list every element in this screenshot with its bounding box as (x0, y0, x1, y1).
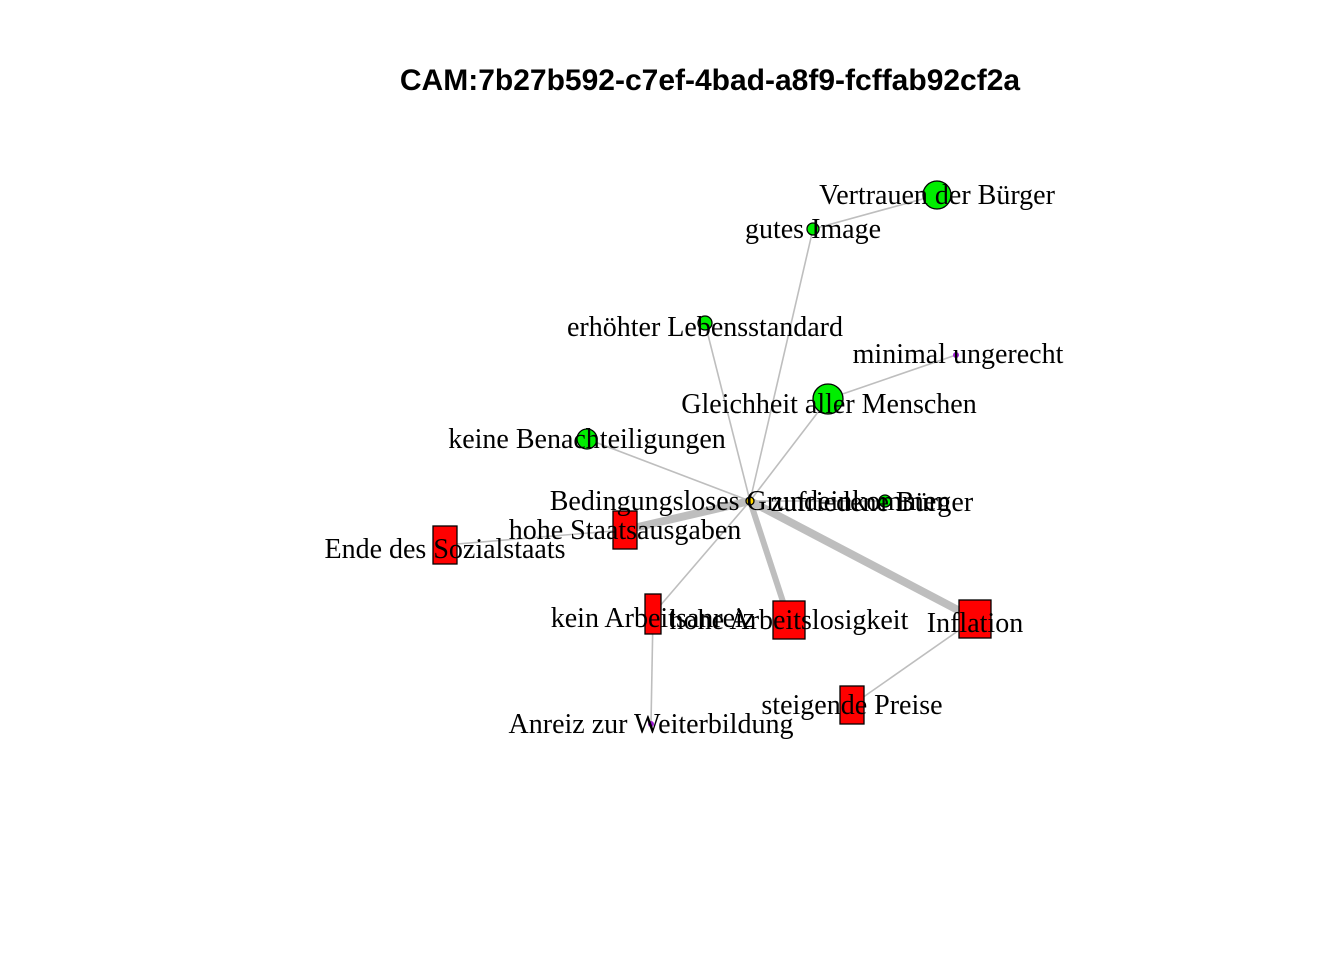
node-label-gleichheit: Gleichheit aller Menschen (681, 389, 976, 420)
diagram-title: CAM:7b27b592-c7ef-4bad-a8f9-fcffab92cf2a (400, 64, 1021, 97)
edge-gleichheit-ungerecht (827, 354, 957, 400)
edge-bge-image (749, 228, 814, 502)
edge-image-vertrauen (812, 194, 938, 230)
node-layer (432, 180, 992, 727)
edge-bge-lebensstandard (704, 322, 751, 502)
node-inflation (958, 599, 992, 639)
node-gleichheit (812, 383, 844, 415)
node-label-sozialstaat: Ende des Sozialstaats (324, 534, 565, 565)
node-lebensstandard (697, 315, 713, 331)
node-label-preise: steigende Preise (761, 690, 942, 721)
node-weiterbildung (648, 721, 654, 727)
node-label-image: gutes Image (745, 214, 881, 245)
node-label-vertrauen: Vertrauen der Bürger (819, 180, 1056, 211)
node-arbeitslosigkeit (772, 600, 806, 640)
node-ungerecht (953, 352, 959, 358)
node-label-weiterbildung: Anreiz zur Weiterbildung (509, 709, 794, 740)
node-label-inflation: Inflation (927, 608, 1023, 639)
node-arbeitsanreiz (644, 593, 662, 635)
node-image (806, 222, 820, 236)
edge-inflation-preise (851, 618, 976, 706)
node-label-arbeitslosigkeit: hohe Arbeitslosigkeit (670, 605, 909, 636)
node-vertrauen (922, 180, 952, 210)
node-label-lebensstandard: erhöhter Lebensstandard (567, 312, 843, 343)
node-preise (839, 685, 865, 725)
node-label-ungerecht: minimal ungerecht (853, 339, 1064, 370)
edge-bge-gleichheit (749, 398, 829, 502)
node-staatsausgaben (612, 510, 638, 550)
node-label-zufrieden: zufriedene Bürger (771, 487, 974, 518)
edge-layer (444, 194, 977, 725)
node-bge (745, 496, 755, 506)
node-benachteiligungen (576, 428, 598, 450)
node-zufrieden (878, 494, 892, 508)
edge-bge-benachteiligungen (586, 438, 751, 502)
node-label-staatsausgaben: hohe Staatsausgaben (509, 515, 742, 546)
node-label-benachteiligungen: keine Benachteiligungen (448, 424, 726, 455)
edge-bge-staatsausgaben (624, 497, 751, 534)
edge-bge-arbeitslosigkeit (747, 500, 792, 621)
edge-bge-arbeitsanreiz (652, 500, 751, 615)
edge-staatsausgaben-sozialstaat (444, 529, 626, 546)
node-label-arbeitsanreiz: kein Arbeitsanreiz (551, 603, 755, 634)
edge-bge-inflation (748, 497, 977, 623)
node-label-bge: Bedingungsloses Grundeinkommen (550, 486, 951, 517)
node-sozialstaat (432, 525, 458, 565)
